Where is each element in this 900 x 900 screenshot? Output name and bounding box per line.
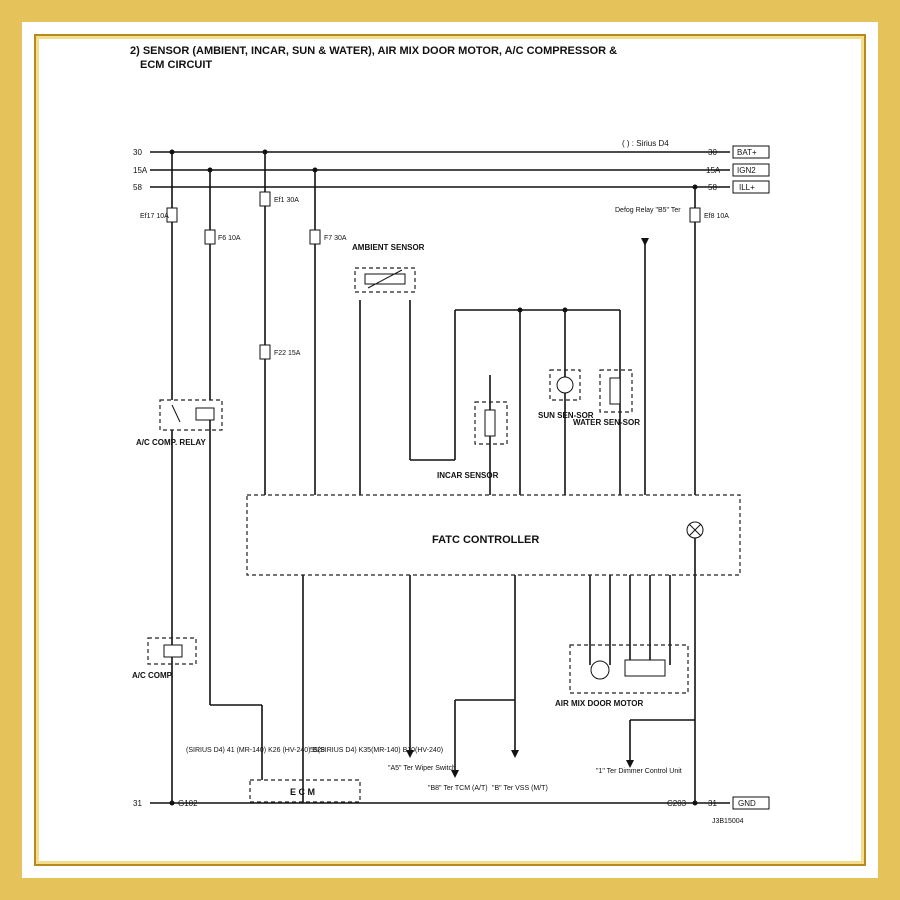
fuse-f22: F22 15A: [274, 350, 301, 357]
rail-31-right: 31: [708, 799, 717, 808]
ecm-pins-1: (SIRIUS D4) 41 (MR-140) K26 (HV-240) B28: [186, 747, 325, 754]
ecm-label: E C M: [290, 787, 315, 797]
air-mix-door-motor: AIR MIX DOOR MOTOR: [555, 644, 689, 708]
tag-bat: BAT+: [737, 148, 757, 157]
rail-31-left: 31: [133, 799, 142, 808]
comp-label: A/C COMP.: [132, 671, 173, 680]
dimmer-terminal: "1" Ter Dimmer Control Unit: [596, 768, 682, 775]
ac-comp-relay: A/C COMP. RELAY: [136, 399, 223, 447]
ground-c203: C203: [667, 799, 687, 808]
sun-label: SUN SEN-SOR: [538, 411, 594, 420]
tcm-terminal: "B8" Ter TCM (A/T): [428, 785, 488, 792]
fuse-ef8: Ef8 10A: [704, 213, 729, 220]
sun-sensor: SUN SEN-SOR: [538, 369, 594, 420]
ac-compressor: A/C COMP.: [132, 637, 197, 680]
branch-wires: [171, 152, 696, 803]
terminal-labels: "A5" Ter Wiper Switch "B8" Ter TCM (A/T)…: [178, 750, 744, 825]
motor-label: AIR MIX DOOR MOTOR: [555, 699, 644, 708]
fuses: Ef17 10A F6 10A Ef1 30A F7 30A F22 15A E…: [140, 191, 729, 360]
fuse-ef1: Ef1 30A: [274, 197, 299, 204]
tag-ign2: IGN2: [737, 166, 756, 175]
water-label: WATER SEN-SOR: [573, 418, 640, 427]
ambient-sensor: AMBIENT SENSOR: [352, 243, 425, 293]
junction-dots: [169, 149, 698, 806]
tag-gnd: GND: [738, 799, 756, 808]
relay-label: A/C COMP. RELAY: [136, 438, 206, 447]
incar-label: INCAR SENSOR: [437, 471, 499, 480]
rail-30-left: 30: [133, 148, 142, 157]
fuse-f7: F7 30A: [324, 235, 347, 242]
tag-ill: ILL+: [739, 183, 755, 192]
legend-note: ( ) : Sirius D4: [622, 139, 669, 148]
fatc-controller: FATC CONTROLLER: [246, 494, 741, 576]
rail-15a-left: 15A: [133, 166, 148, 175]
title-line2: ECM CIRCUIT: [140, 59, 212, 71]
ambient-label: AMBIENT SENSOR: [352, 243, 425, 252]
defog-relay: Defog Relay "B5" Ter: [615, 207, 681, 246]
incar-sensor: INCAR SENSOR: [437, 401, 508, 480]
rail-58-left: 58: [133, 183, 142, 192]
rail-58-right: 58: [708, 183, 717, 192]
title-line1: 2) SENSOR (AMBIENT, INCAR, SUN & WATER),…: [130, 45, 617, 57]
ground-g102: G102: [178, 799, 198, 808]
power-rails: 30 15A 58 31 30 15A 58 31 BAT+ IGN2 ILL+…: [133, 145, 770, 810]
frame-inner-border: [34, 34, 866, 866]
rail-15a-right: 15A: [706, 166, 721, 175]
fuse-ef17: Ef17 10A: [140, 213, 169, 220]
controller-label: FATC CONTROLLER: [432, 534, 539, 546]
vss-terminal: "B" Ter VSS (M/T): [492, 785, 548, 792]
defog-label: Defog Relay "B5" Ter: [615, 207, 681, 214]
ecm-pins-2: 55(SIRIUS D4) K35(MR-140) B10(HV-240): [310, 747, 443, 754]
ecm: E C M (SIRIUS D4) 41 (MR-140) K26 (HV-24…: [186, 747, 443, 803]
figure-code: J3B15004: [712, 818, 744, 825]
rail-30-right: 30: [708, 148, 717, 157]
water-sensor: WATER SEN-SOR: [573, 369, 640, 427]
wiper-terminal: "A5" Ter Wiper Switch: [388, 765, 456, 772]
fuse-f6: F6 10A: [218, 235, 241, 242]
